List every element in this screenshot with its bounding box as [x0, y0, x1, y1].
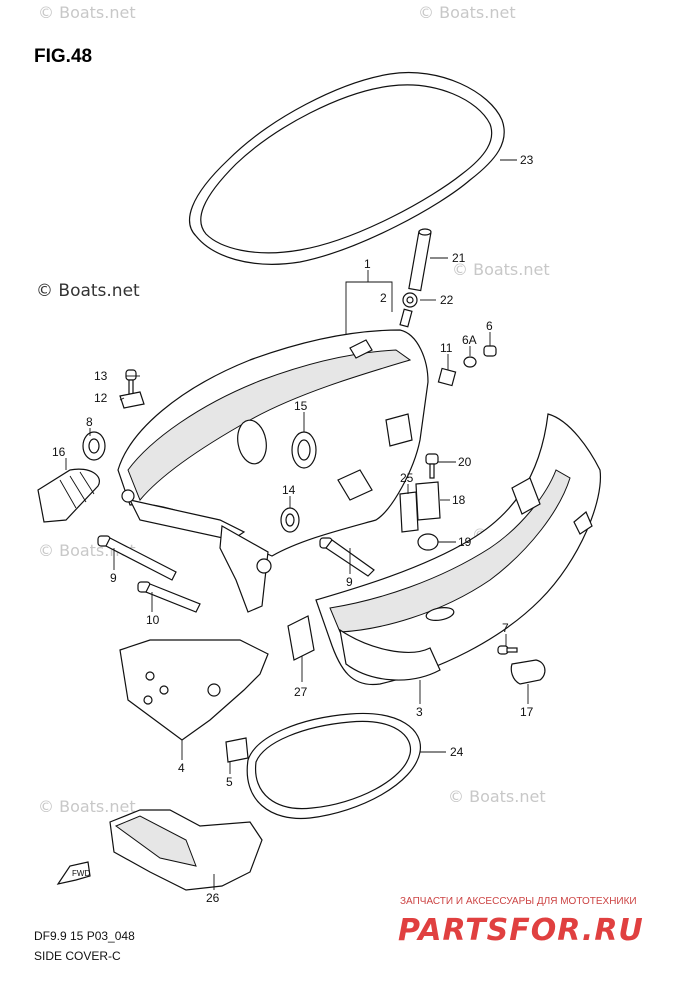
callout-22: 22: [440, 293, 454, 307]
callout-9a: 9: [110, 571, 117, 585]
fwd-arrow-icon: FWD: [56, 861, 91, 885]
callout-15: 15: [294, 399, 308, 413]
seal-ring-23: [188, 72, 505, 265]
callout-6a: 6A: [462, 333, 477, 347]
callout-17: 17: [520, 705, 534, 719]
callout-8: 8: [86, 415, 93, 429]
grommet-14: [280, 507, 300, 533]
pin-21: [408, 228, 432, 292]
callout-2: 2: [380, 291, 387, 305]
promo-logo: PARTSFOR.RU: [398, 913, 644, 948]
nut-11: [437, 367, 457, 387]
seal-ring-24: [246, 712, 421, 820]
bracket-25: [399, 491, 419, 533]
callout-21: 21: [452, 251, 466, 265]
grommet-5: [225, 737, 249, 763]
callout-3: 3: [416, 705, 423, 719]
screw-2: [399, 308, 413, 328]
callout-18: 18: [452, 493, 466, 507]
grommet-15: [291, 431, 317, 469]
watermark: © Boats.net: [418, 3, 516, 22]
callout-10: 10: [146, 613, 160, 627]
screw-6: [483, 345, 497, 357]
callout-12: 12: [94, 391, 108, 405]
bolt-9b: [319, 537, 375, 577]
figure-subtitle: SIDE COVER-C: [34, 949, 121, 963]
screw-13: [125, 369, 137, 395]
callout-6: 6: [486, 319, 493, 333]
pad-27: [287, 615, 315, 661]
washer-6a: [463, 356, 477, 368]
callout-27: 27: [294, 685, 308, 699]
callout-19: 19: [458, 535, 472, 549]
callout-5: 5: [226, 775, 233, 789]
grommet-8: [82, 431, 106, 461]
callout-16: 16: [52, 445, 66, 459]
callout-24: 24: [450, 745, 464, 759]
watermark: © Boats.net: [38, 3, 136, 22]
leader-lines: [65, 159, 529, 890]
screw-20: [425, 453, 439, 479]
callout-1: 1: [364, 257, 371, 271]
watermark-main: © Boats.net: [36, 281, 140, 301]
side-cover-3: [315, 413, 602, 686]
callout-9b: 9: [346, 575, 353, 589]
clip-12: [119, 391, 145, 409]
callout-26: 26: [206, 891, 220, 905]
bracket-4: [119, 639, 269, 741]
grommet-22: [402, 292, 418, 308]
figure-code: DF9.9 15 P03_048: [34, 929, 135, 943]
callout-20: 20: [458, 455, 472, 469]
callout-23: 23: [520, 153, 534, 167]
watermark: © Boats.net: [448, 787, 546, 806]
latch-17: [510, 659, 546, 685]
callout-25: 25: [400, 471, 414, 485]
callout-11: 11: [440, 341, 453, 355]
bumper-16: [37, 468, 100, 523]
watermark: © Boats.net: [452, 260, 550, 279]
bracket-18: [415, 481, 441, 521]
callout-13: 13: [94, 369, 108, 383]
watermark: © Boats.net: [38, 797, 136, 816]
bolt-10: [137, 581, 201, 613]
fwd-label: FWD: [72, 869, 90, 878]
promo-tagline: ЗАПЧАСТИ И АКСЕССУАРЫ ДЛЯ МОТОТЕХНИКИ: [400, 896, 637, 907]
callout-7: 7: [502, 621, 509, 635]
side-cover-1: [117, 329, 429, 613]
figure-title: FIG.48: [34, 46, 92, 67]
bolt-9a: [97, 535, 177, 581]
screw-7: [497, 645, 518, 655]
bracket-26: [109, 809, 263, 891]
callout-4: 4: [178, 761, 185, 775]
callout-14: 14: [282, 483, 296, 497]
cap-19: [417, 533, 439, 551]
